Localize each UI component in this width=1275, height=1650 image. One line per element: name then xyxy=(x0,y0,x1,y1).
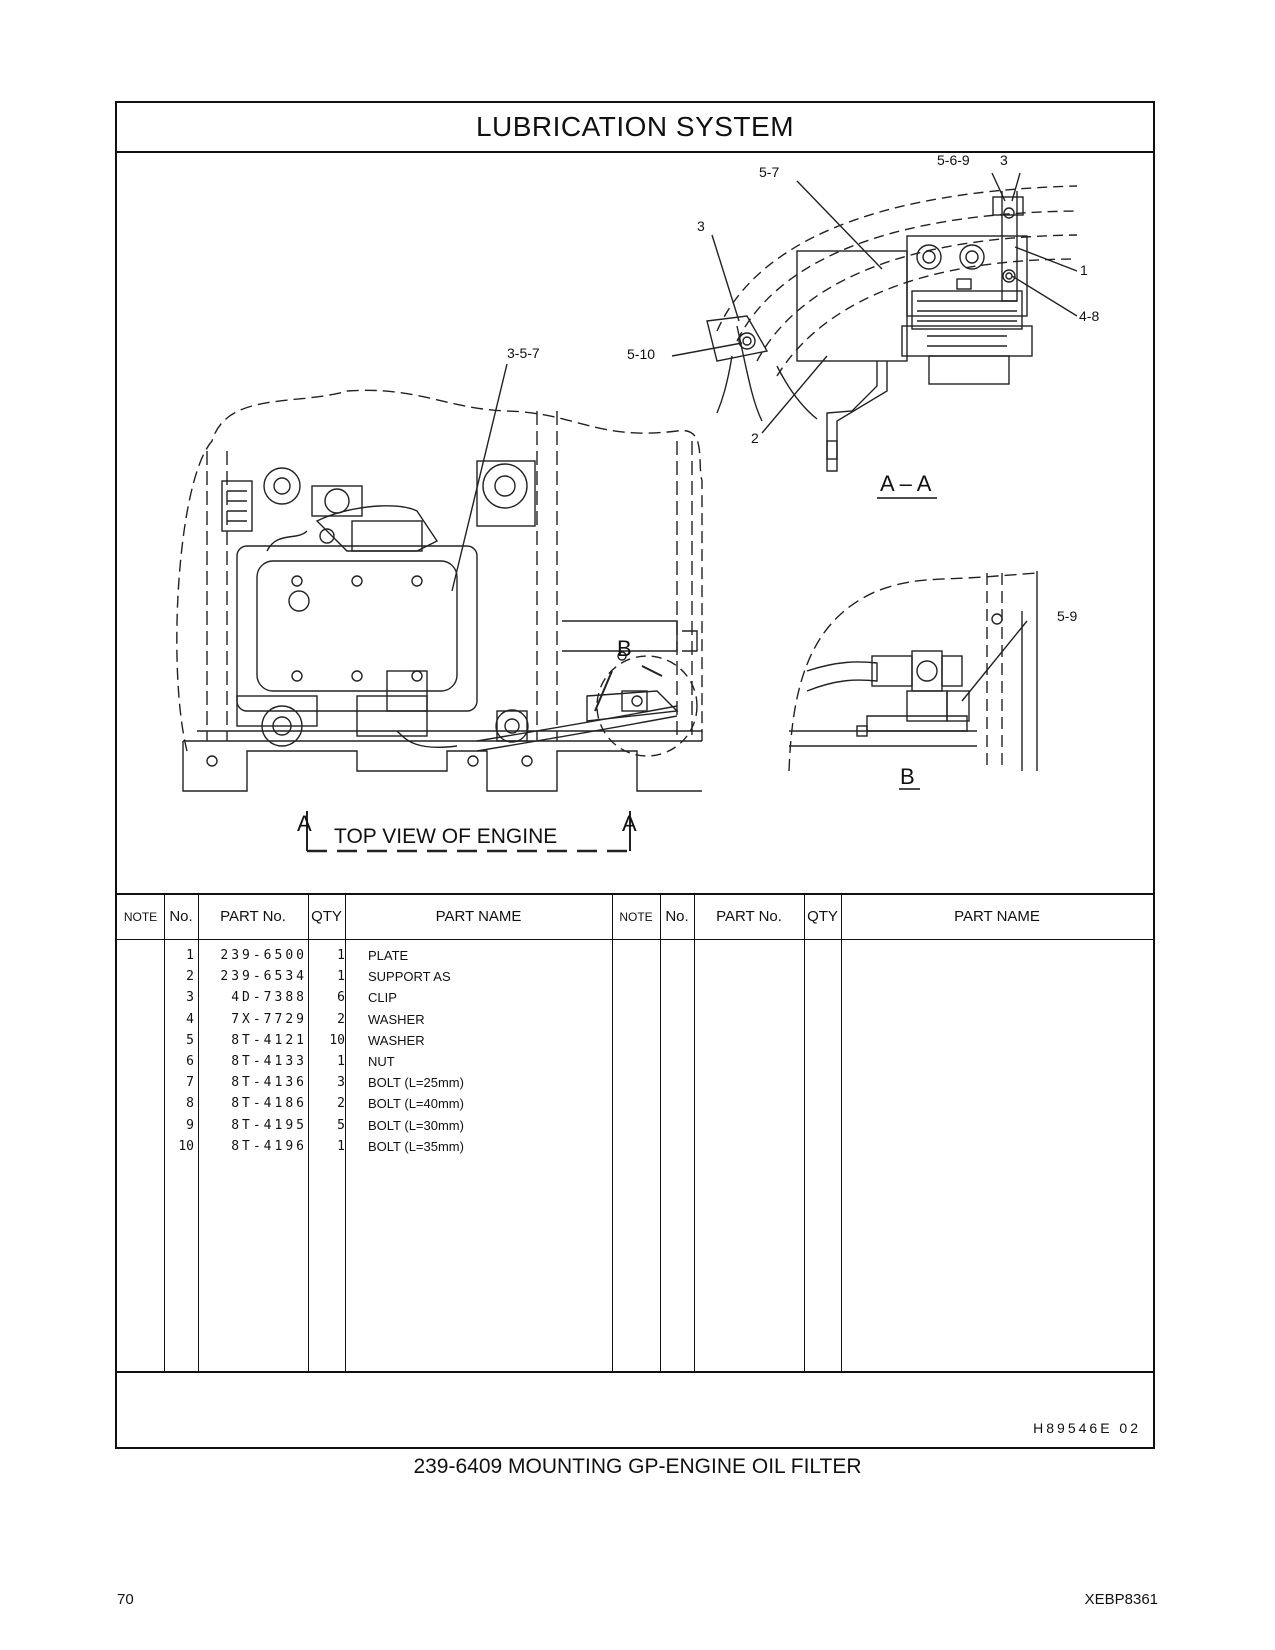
part-number: 239-6534 xyxy=(220,969,307,985)
part-name: BOLT (L=25mm) xyxy=(368,1075,464,1091)
quantity: 10 xyxy=(329,1032,345,1048)
part-name: WASHER xyxy=(368,1011,425,1027)
part-name: BOLT (L=30mm) xyxy=(368,1117,464,1133)
quantity: 2 xyxy=(337,1096,345,1112)
table-row: 5 8T-4121 10 WASHER xyxy=(117,1030,637,1052)
table-row: 10 8T-4196 1 BOLT (L=35mm) xyxy=(117,1136,637,1158)
item-number: 1 xyxy=(186,948,194,963)
table-row: 6 8T-4133 1 NUT xyxy=(117,1051,637,1073)
callout-3-left: 3 xyxy=(697,218,705,234)
engine-diagram: 5-6-9 3 5-7 3 1 4-8 5-10 3-5-7 2 5-9 A –… xyxy=(176,152,1099,853)
callout-5-6-9: 5-6-9 xyxy=(937,152,970,168)
table-row: 1 239-6500 1 PLATE xyxy=(117,945,637,967)
quantity: 6 xyxy=(337,990,345,1006)
part-name: CLIP xyxy=(368,990,397,1006)
callout-5-10: 5-10 xyxy=(627,346,655,362)
view-b-callout: B xyxy=(617,636,632,661)
quantity: 2 xyxy=(337,1011,345,1027)
quantity: 1 xyxy=(337,1054,345,1069)
part-number: 8T-4136 xyxy=(231,1075,307,1091)
document-id: XEBP8361 xyxy=(1084,1591,1158,1608)
table-row: 8 8T-4186 2 BOLT (L=40mm) xyxy=(117,1093,637,1115)
table-row: 9 8T-4195 5 BOLT (L=30mm) xyxy=(117,1115,637,1137)
section-a-right: A xyxy=(622,811,637,836)
callout-2: 2 xyxy=(751,430,759,446)
item-number: 2 xyxy=(186,969,194,985)
item-number: 5 xyxy=(186,1032,194,1048)
callout-1: 1 xyxy=(1080,262,1088,278)
item-number: 8 xyxy=(186,1096,194,1112)
section-b-label: B xyxy=(900,764,915,789)
header-no-right: No. xyxy=(665,908,689,925)
part-name: NUT xyxy=(368,1054,395,1069)
quantity: 1 xyxy=(337,1138,345,1154)
part-number: 8T-4196 xyxy=(231,1138,307,1154)
part-number: 8T-4186 xyxy=(231,1096,307,1112)
quantity: 3 xyxy=(337,1075,345,1091)
table-row: 2 239-6534 1 SUPPORT AS xyxy=(117,966,637,988)
part-name: BOLT (L=40mm) xyxy=(368,1096,464,1112)
section-aa-detail xyxy=(706,185,1078,472)
page-number: 70 xyxy=(117,1591,134,1608)
table-row: 3 4D-7388 6 CLIP xyxy=(117,987,637,1009)
part-number: 8T-4195 xyxy=(231,1117,307,1133)
item-number: 7 xyxy=(186,1075,194,1091)
callout-3-top: 3 xyxy=(1000,152,1008,168)
parts-table: NOTE No. PART No. QTY PART NAME NOTE No.… xyxy=(117,893,1153,1373)
table-row: 7 8T-4136 3 BOLT (L=25mm) xyxy=(117,1072,637,1094)
table-row: 4 7X-7729 2 WASHER xyxy=(117,1009,637,1031)
part-number: 7X-7729 xyxy=(231,1011,307,1027)
engine-top-view xyxy=(176,363,703,792)
item-number: 3 xyxy=(186,990,194,1006)
header-no-left: No. xyxy=(169,908,193,925)
item-number: 10 xyxy=(178,1138,194,1154)
header-part-name-left: PART NAME xyxy=(435,908,522,925)
sheet-title: LUBRICATION SYSTEM xyxy=(117,103,1153,153)
part-name: BOLT (L=35mm) xyxy=(368,1138,464,1154)
quantity: 1 xyxy=(337,948,345,963)
section-b-detail xyxy=(788,571,1038,772)
quantity: 1 xyxy=(337,969,345,985)
header-part-no-right: PART No. xyxy=(716,908,782,925)
part-number: 8T-4133 xyxy=(231,1054,307,1069)
part-name: PLATE xyxy=(368,948,409,963)
top-view-label: TOP VIEW OF ENGINE xyxy=(334,825,557,848)
section-a-left: A xyxy=(297,811,312,836)
part-name: WASHER xyxy=(368,1032,425,1048)
callout-5-7: 5-7 xyxy=(759,164,779,180)
callout-3-5-7: 3-5-7 xyxy=(507,345,540,361)
callout-5-9: 5-9 xyxy=(1057,608,1077,624)
quantity: 5 xyxy=(337,1117,345,1133)
header-note-right: NOTE xyxy=(619,910,653,924)
header-qty-left: QTY xyxy=(311,908,342,925)
item-number: 9 xyxy=(186,1117,194,1133)
drawing-code: H89546E 02 xyxy=(1033,1420,1141,1436)
item-number: 6 xyxy=(186,1054,194,1069)
header-note-left: NOTE xyxy=(123,910,158,924)
part-number: 8T-4121 xyxy=(231,1032,307,1048)
header-part-no-left: PART No. xyxy=(220,908,286,925)
figure-caption: 239-6409 MOUNTING GP-ENGINE OIL FILTER xyxy=(413,1455,862,1478)
callout-4-8: 4-8 xyxy=(1079,308,1099,324)
item-number: 4 xyxy=(186,1011,194,1027)
parts-sheet-frame: LUBRICATION SYSTEM xyxy=(115,101,1155,1449)
header-qty-right: QTY xyxy=(807,908,838,925)
section-aa-label: A – A xyxy=(880,471,932,496)
part-name: SUPPORT AS xyxy=(368,969,451,985)
part-number: 4D-7388 xyxy=(231,990,307,1006)
header-part-name-right: PART NAME xyxy=(954,908,1040,925)
part-number: 239-6500 xyxy=(220,948,307,963)
